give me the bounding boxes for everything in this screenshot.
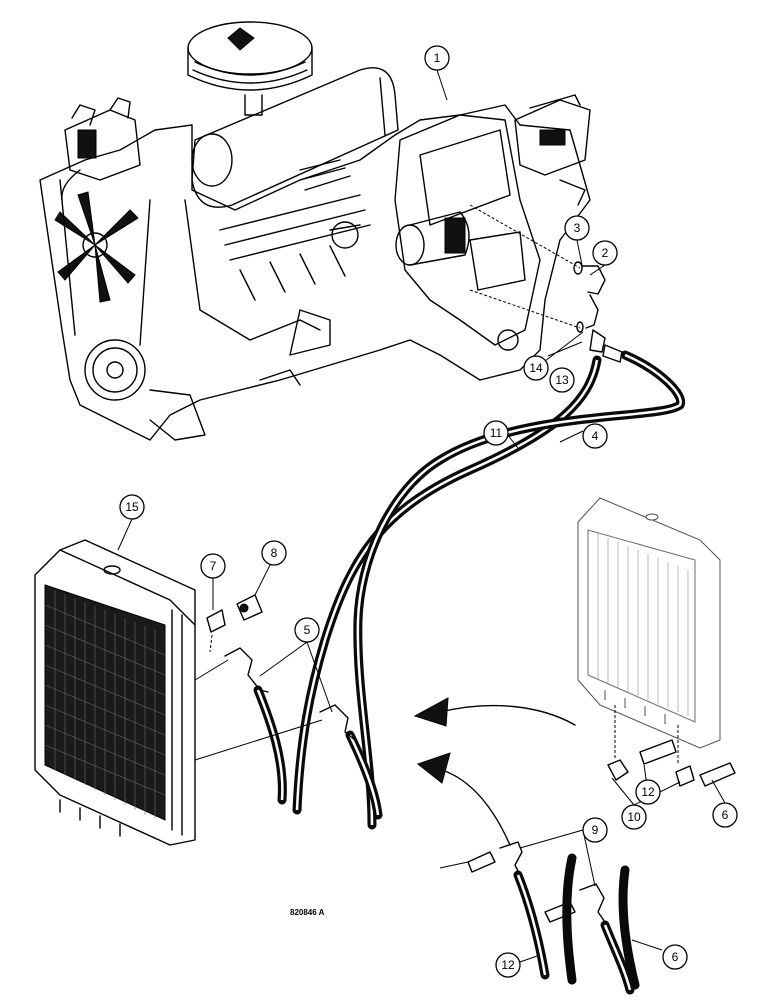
air-compressor — [64, 97, 141, 181]
svg-text:8: 8 — [271, 546, 278, 560]
svg-text:6: 6 — [722, 808, 729, 822]
svg-text:7: 7 — [210, 559, 217, 573]
callout-9: 9 — [582, 817, 608, 843]
engine-block — [39, 104, 591, 441]
direction-arrows — [413, 697, 576, 846]
svg-text:3: 3 — [574, 221, 581, 235]
callout-14: 14 — [523, 355, 549, 381]
radiator-main — [34, 539, 196, 846]
transmission-fittings — [469, 204, 623, 363]
callout-12-bottom: 12 — [495, 952, 521, 978]
svg-text:9: 9 — [592, 823, 599, 837]
svg-text:15: 15 — [125, 500, 139, 514]
callout-6-top: 6 — [712, 802, 738, 828]
leader-lines — [117, 69, 726, 963]
svg-text:11: 11 — [490, 426, 503, 440]
svg-text:5: 5 — [304, 623, 311, 637]
svg-text:13: 13 — [555, 373, 569, 387]
transmission-housing — [394, 114, 541, 346]
callout-2: 2 — [592, 240, 618, 266]
svg-text:1: 1 — [434, 51, 441, 65]
svg-text:14: 14 — [529, 361, 543, 375]
air-cleaner — [187, 21, 313, 116]
svg-text:12: 12 — [641, 785, 655, 799]
callout-10: 10 — [621, 804, 647, 830]
engine-assembly — [39, 21, 591, 441]
callout-8: 8 — [261, 540, 287, 566]
svg-text:12: 12 — [501, 958, 515, 972]
hoses — [253, 350, 686, 830]
detail-fittings — [439, 841, 640, 995]
cooling-fan — [54, 191, 139, 303]
callout-13: 13 — [549, 367, 575, 393]
svg-text:6: 6 — [672, 950, 679, 964]
callout-6-bottom: 6 — [662, 944, 688, 970]
callout-11: 11 — [483, 420, 509, 446]
radiator-alternate — [577, 497, 721, 749]
callout-4: 4 — [582, 423, 608, 449]
callout-15: 15 — [119, 494, 145, 520]
callout-1: 1 — [424, 45, 450, 71]
muffler — [191, 67, 399, 208]
svg-text:2: 2 — [602, 246, 609, 260]
radiator-fittings — [194, 594, 356, 761]
callout-12-top: 12 — [635, 779, 661, 805]
svg-text:10: 10 — [627, 810, 641, 824]
hydraulic-pump — [514, 94, 591, 206]
callout-3: 3 — [564, 215, 590, 241]
callout-5: 5 — [294, 617, 320, 643]
svg-text:4: 4 — [592, 429, 599, 443]
alternate-fittings — [607, 705, 736, 787]
starter-motor — [395, 211, 470, 266]
figure-reference-code: 820846 A — [290, 908, 325, 917]
callout-7: 7 — [200, 553, 226, 579]
crank-pulley — [59, 169, 151, 401]
